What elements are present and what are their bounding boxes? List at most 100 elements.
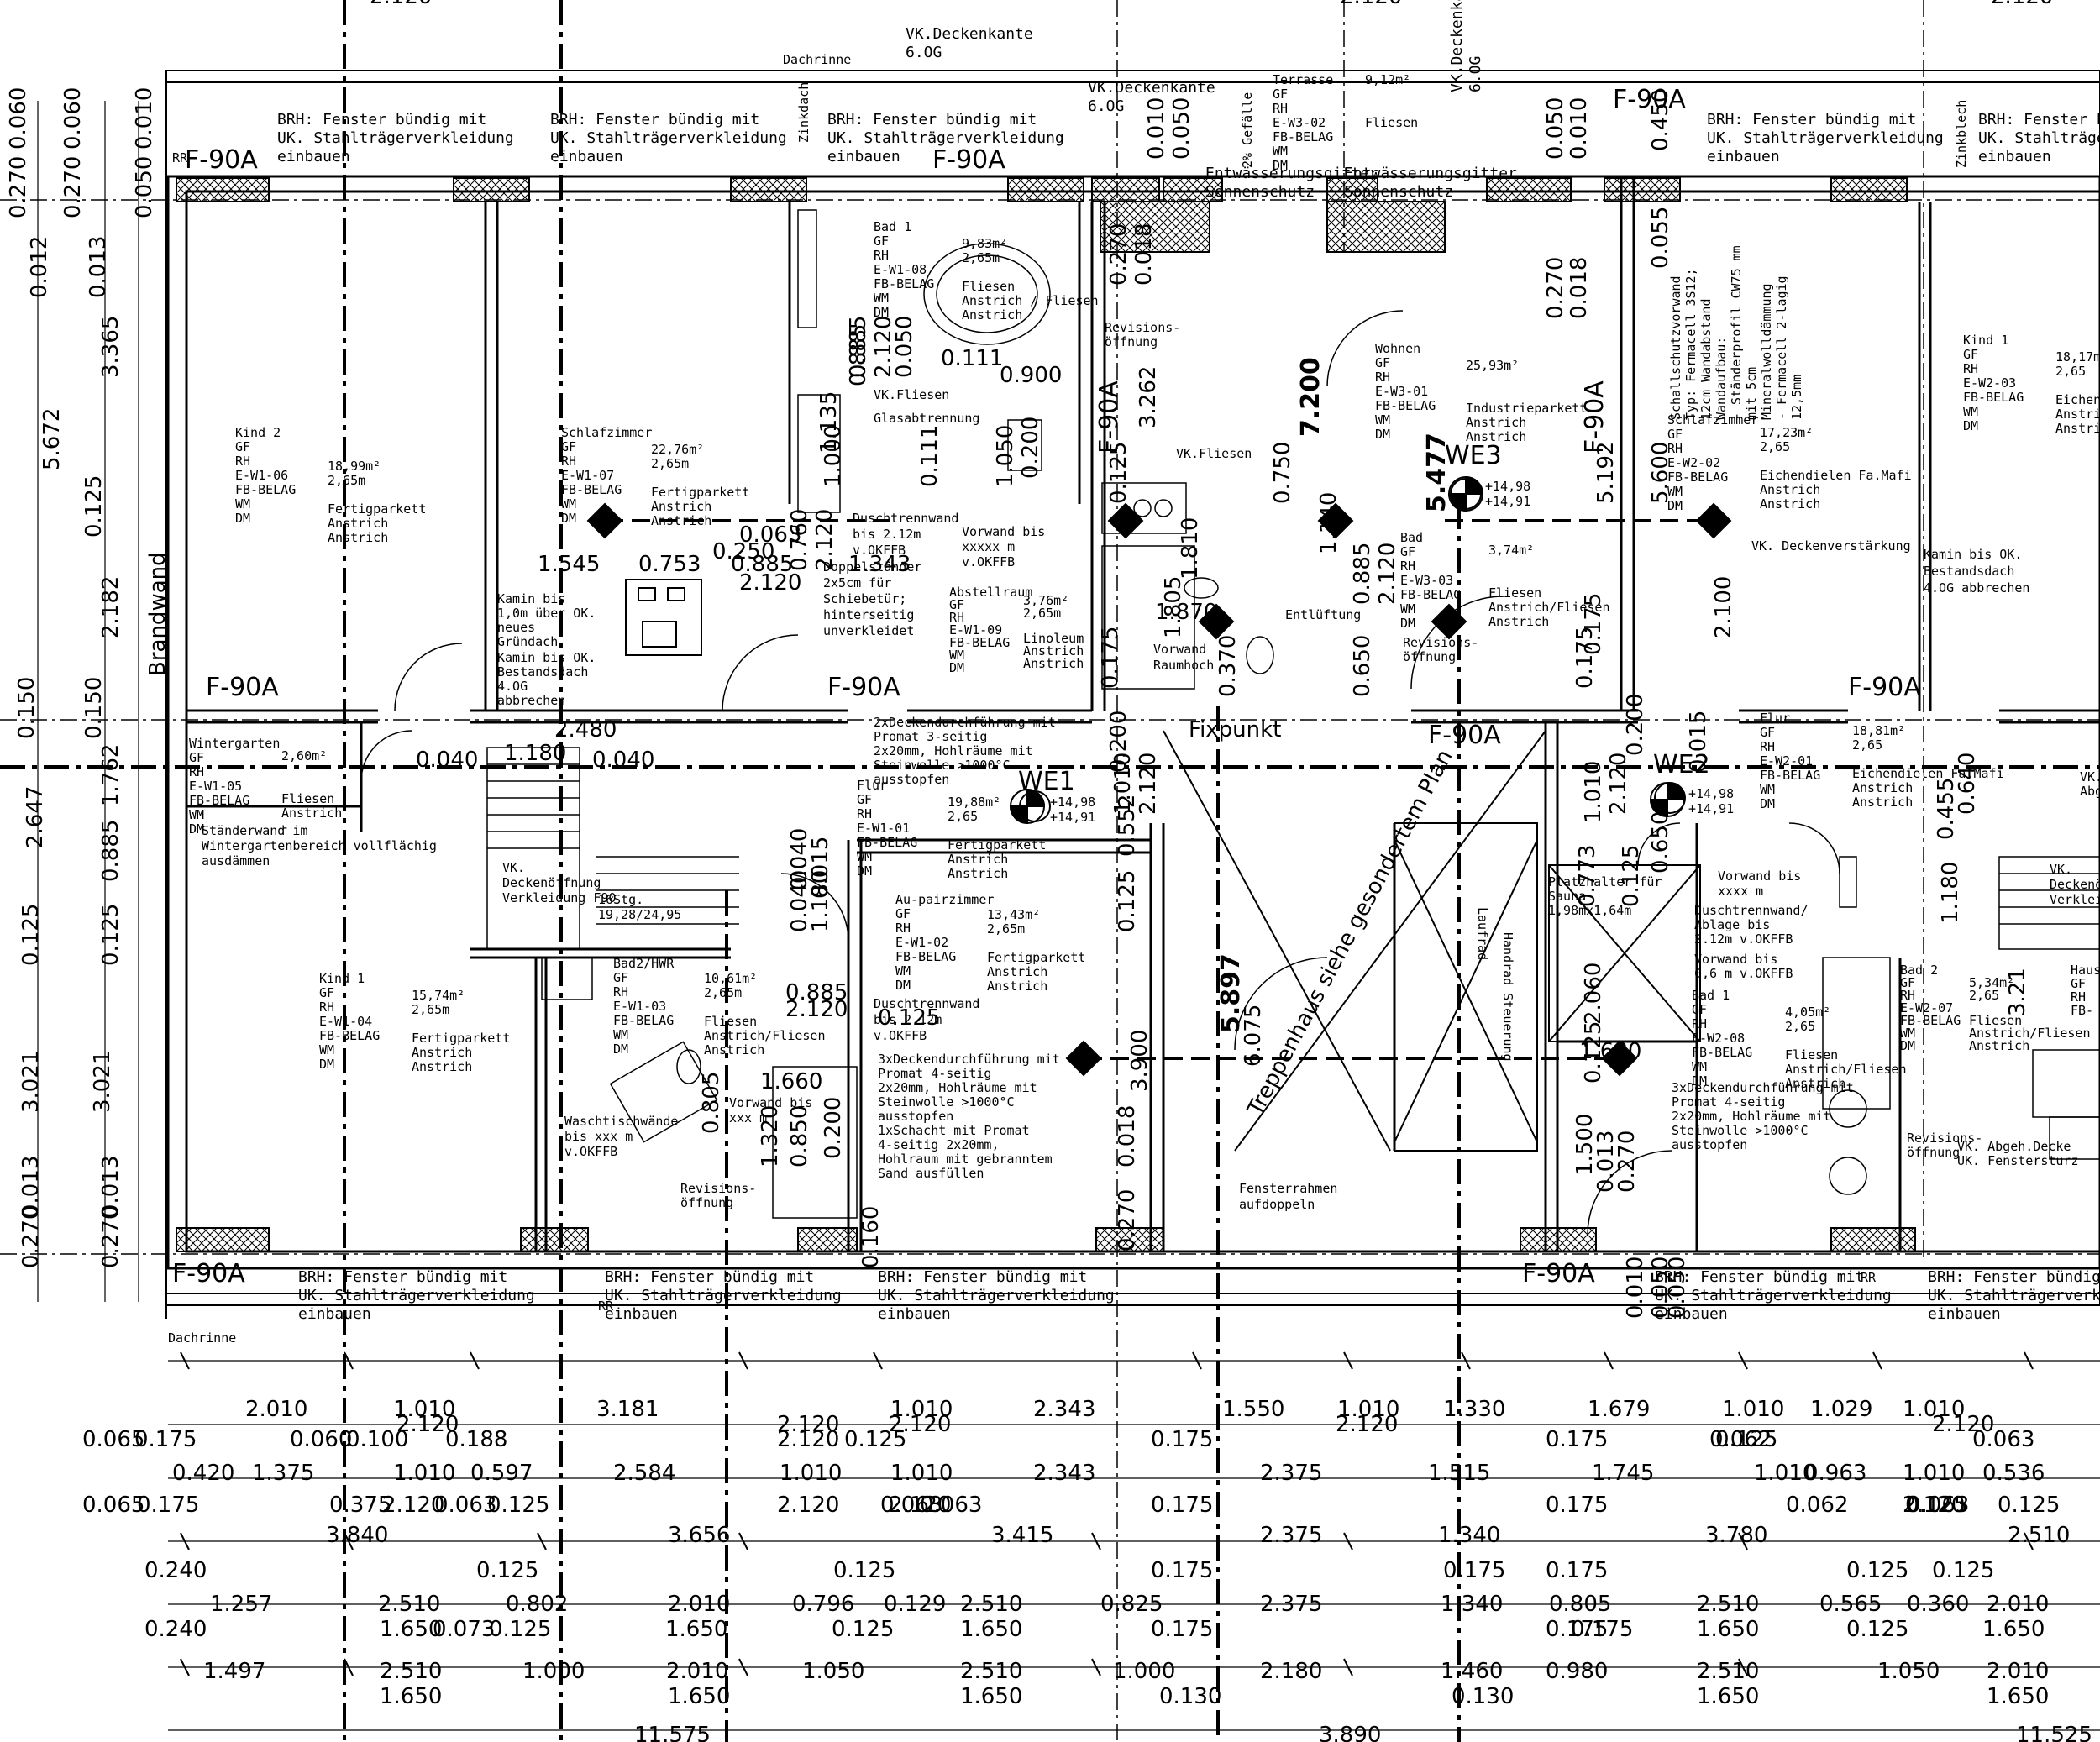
room-stamp-bad_we3-2: RH (1400, 559, 1415, 574)
bottom-dim-r4-16: 0.125 (1998, 1493, 2060, 1518)
bottom-dim-r3-2: 1.010 (393, 1461, 455, 1486)
plan-dim-d26: 1.805 (1161, 576, 1186, 638)
room-stamp-kind2-2: RH (235, 454, 250, 469)
bottom-dim-r4-12: 0.062 (1786, 1493, 1848, 1518)
room-value-bad2-5: Anstrich (704, 1042, 764, 1057)
fire-rating-10: F-90A (1095, 380, 1124, 454)
bottom-dim-r3-11: 1.010 (1754, 1461, 1816, 1486)
note-entlueftung: Entlüftung (1285, 607, 1361, 622)
unit-we2-level2: +14,91 (1688, 801, 1734, 816)
svg-text:einbauen: einbauen (605, 1305, 678, 1323)
room-value-flur_w2-4: Anstrich (1852, 780, 1913, 795)
fire-rating-6: F-90A (1428, 721, 1501, 750)
bottom-dim-r8-0: 0.240 (144, 1617, 207, 1642)
room-stamp-kind2-4: FB-BELAG (235, 482, 296, 497)
bottom-dim-r6-7: 0.125 (1932, 1558, 1994, 1583)
room-stamp-abstellraum-4: FB-BELAG (949, 635, 1010, 650)
dim-lines (37, 101, 2100, 1731)
note-staenderwand-2: ausdämmen (202, 853, 270, 868)
bottom-dim-r2-1: 0.175 (134, 1427, 197, 1452)
plan-dim-d89: 0.805 (699, 1072, 724, 1134)
room-stamp-flur-1: GF (857, 792, 872, 807)
zinc-roof-label: Zinkdach (796, 82, 811, 143)
plan-dim-d83: 1.320 (758, 1105, 783, 1167)
room-stamp-bad_we3-4: FB-BELAG (1400, 587, 1461, 602)
room-value-bad2-0: 10,61m² (704, 971, 757, 986)
room-stamp-kind1_right-2: RH (1963, 361, 1978, 376)
plan-dim-d16: 0.900 (1000, 363, 1062, 388)
svg-text:BRH: Fenster bündig mit: BRH: Fenster bündig mit (550, 111, 759, 129)
room-value-bad_we3-5: Anstrich (1488, 614, 1549, 629)
unit-we2-label: WE2 (1653, 750, 1710, 779)
plan-dim-d43: 0.270 (1106, 223, 1131, 286)
svg-text:BRH: Fenster bündig mit: BRH: Fenster bündig mit (298, 1268, 507, 1286)
note-fixpunkt: Fixpunkt (1189, 717, 1281, 742)
plan-dim-d69: 0.270 (1614, 1131, 1640, 1193)
bottom-dim-r10-4: 0.130 (1452, 1684, 1514, 1709)
bottom-dim-r1-4: 2.343 (1033, 1397, 1095, 1422)
plan-dim-d81: 0.125 (878, 1005, 940, 1031)
plan-dim-d33: 7.200 (1296, 357, 1326, 437)
plan-dim-d61: 6.075 (1241, 1005, 1266, 1067)
room-stamp-schlafzimmer-5: WM (561, 496, 576, 512)
ceiling-edge-left-level: 6.OG (1088, 97, 1124, 115)
fire-ratings: F-90A F-90A F-90A F-90A F-90A F-90A F-90… (172, 85, 1921, 1288)
svg-text:einbauen: einbauen (1655, 1305, 1728, 1323)
svg-text:einbauen: einbauen (827, 148, 900, 165)
left-dim-3: 0.270 (6, 156, 31, 218)
left-dim-21: 0.013 (18, 1156, 44, 1218)
room-value-schlafzimmer-4: Anstrich (651, 499, 711, 514)
plan-dim-d8: 0.760 (787, 509, 812, 571)
room-value-bad1_w2-5: Anstrich (1785, 1076, 1845, 1091)
bottom-dim-r4-2: 0.375 (329, 1493, 391, 1518)
room-value-bad2-3: Fliesen (704, 1014, 757, 1029)
room-value-au_pair-3: Fertigparkett (987, 950, 1085, 965)
plan-dim-d19: 0.050 (892, 316, 917, 378)
note-stg-0: 16Stg. (598, 892, 643, 907)
note-deckendurchfuehrung2-5: 1xSchacht mit Promat (878, 1123, 1030, 1138)
note-fensterrahmen-0: Fensterrahmen (1239, 1181, 1337, 1196)
room-value-bad1_w2-3: Fliesen (1785, 1047, 1838, 1063)
bottom-dim-r7-9: 1.340 (1441, 1592, 1503, 1617)
plan-dim-d68: 0.013 (1593, 1131, 1619, 1193)
sanitary-fixtures (541, 209, 2100, 1219)
plan-dim-d57: 3.900 (1127, 1030, 1152, 1092)
room-stamp-wintergarten-0: Wintergarten (189, 736, 280, 751)
left-dim-14: 2.647 (23, 786, 48, 848)
bottom-dim-r7-11: 2.510 (1697, 1592, 1759, 1617)
fire-rating-3: F-90A (1613, 85, 1686, 114)
left-dim-2: 0.010 (132, 87, 157, 150)
room-stamp-kind1_right-6: DM (1963, 418, 1978, 433)
room-value-schlafzimmer-3: Fertigparkett (651, 485, 749, 500)
room-stamp-bad_we3-3: E-W3-03 (1400, 573, 1453, 588)
bottom-dim-r7-0: 1.257 (210, 1592, 272, 1617)
svg-text:BRH: Fenster bündig mit: BRH: Fenster bündig mit (277, 111, 486, 129)
left-dim-0: 0.060 (6, 87, 31, 150)
ceiling-edge-label: VK.Deckenkante (906, 25, 1033, 43)
plan-dim-d47: 0.750 (1270, 442, 1295, 504)
note-vk_deckenoeffnung-2: Verkleidung F90 (502, 890, 616, 905)
note-vk-fliesen-1: VK.Fliesen (874, 387, 949, 402)
room-stamp-wintergarten-4: FB-BELAG (189, 793, 249, 808)
plan-dim-d62: 0.773 (1575, 845, 1600, 907)
room-stamp-bad1-3: E-W1-08 (874, 262, 927, 277)
bottom-dim-r4-6: 2.120 (777, 1493, 839, 1518)
room-value-bad1-0: 9,83m² (962, 236, 1007, 251)
room-stamp-wohnen-2: RH (1375, 370, 1390, 385)
bottom-dim-r1-6: 1.010 (1337, 1397, 1399, 1422)
plan-dim-d78: 1.660 (760, 1069, 822, 1094)
bottom-dim-r4-10: 0.175 (1151, 1493, 1213, 1518)
bottom-dim-r9-7: 2.180 (1260, 1659, 1322, 1684)
room-value-flur-0: 19,88m² (948, 795, 1000, 810)
note-deckendurchfuehrung3-4: ausstopfen (1672, 1137, 1747, 1152)
note-doppelstaender-0: Doppelständer (823, 559, 921, 575)
bottom-dim-r6-5: 0.175 (1443, 1558, 1505, 1583)
bottom-dim-r7-14: 2.010 (1987, 1592, 2049, 1617)
room-stamp-abstellraum-2: RH (949, 610, 964, 625)
svg-text:einbauen: einbauen (298, 1305, 371, 1323)
plan-dim-d59: 0.270 (1115, 1189, 1140, 1251)
room-value-wohnen-0: 25,93m² (1466, 358, 1519, 373)
room-value-schlafzimmer2-4: Anstrich (1760, 482, 1820, 497)
left-dim-1: 0.060 (60, 87, 86, 150)
room-stamp-bad2-3: E-W1-03 (613, 999, 666, 1014)
